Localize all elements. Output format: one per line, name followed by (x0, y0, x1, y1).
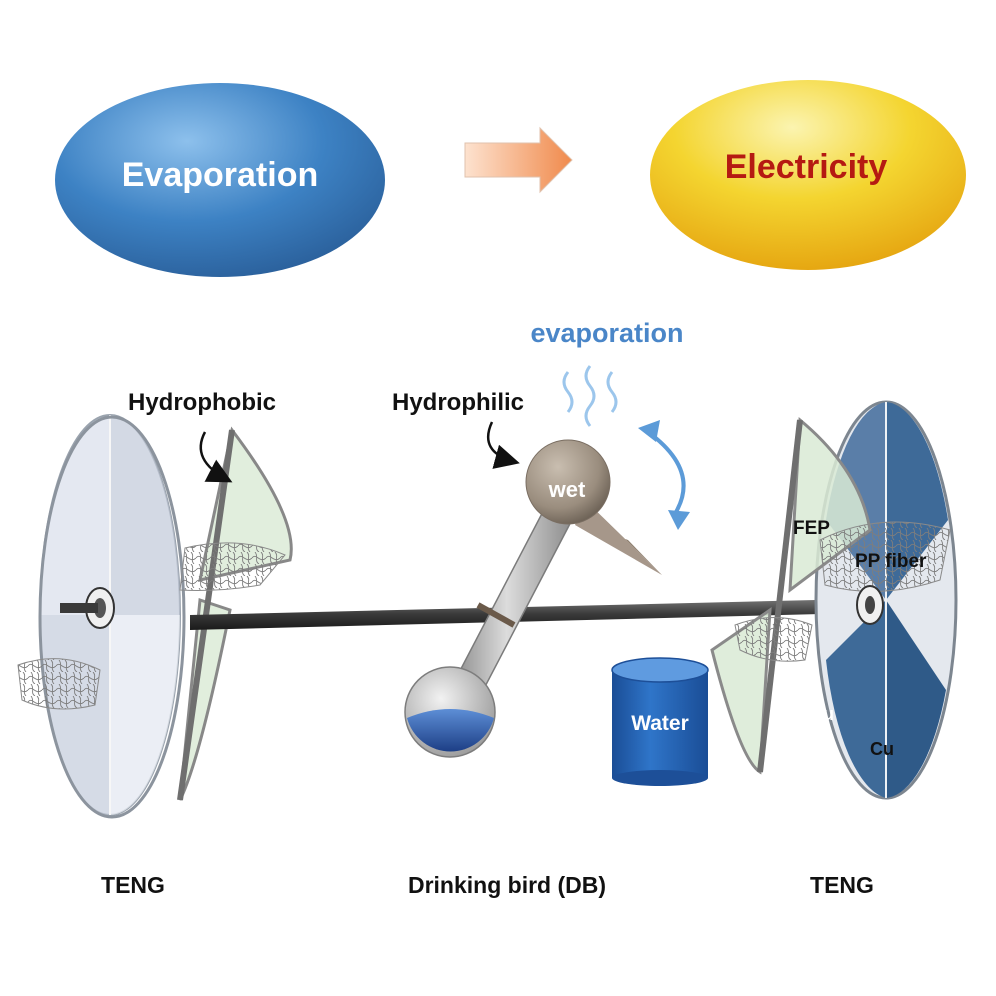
evaporation-ellipse-node: Evaporation (55, 83, 385, 277)
hydrophobic-pointer-arrow-icon (199, 431, 233, 483)
water-label: Water (631, 712, 689, 735)
left-teng-device (17, 414, 293, 819)
hydrophilic-pointer-arrow-icon (486, 421, 520, 469)
steam-waves-icon (562, 365, 618, 427)
hydrophobic-label: Hydrophobic (128, 389, 276, 416)
electricity-node-label: Electricity (725, 148, 888, 186)
drinking-bird: wet (404, 439, 662, 758)
rocking-motion-arrow-icon (638, 420, 690, 530)
right-teng-caption: TENG (810, 872, 874, 898)
conversion-arrow (464, 126, 573, 194)
evaporation-process-label: evaporation (530, 318, 683, 348)
evaporation-node-label: Evaporation (122, 156, 318, 194)
hydrophilic-label: Hydrophilic (392, 389, 524, 416)
wet-label: wet (548, 477, 586, 502)
water-cup: Water (611, 657, 709, 786)
rotating-shaft (190, 598, 900, 630)
pp-fiber-label: PP fiber (855, 551, 927, 572)
right-teng-device: FEP PP fiber Cu Cu (710, 400, 958, 800)
fep-label: FEP (793, 518, 830, 539)
left-teng-caption: TENG (101, 872, 165, 898)
electricity-ellipse-node: Electricity (650, 80, 966, 270)
cu-label-outer: Cu (870, 739, 894, 759)
drinking-bird-caption: Drinking bird (DB) (408, 872, 606, 898)
cu-label-inner: Cu (810, 704, 834, 724)
